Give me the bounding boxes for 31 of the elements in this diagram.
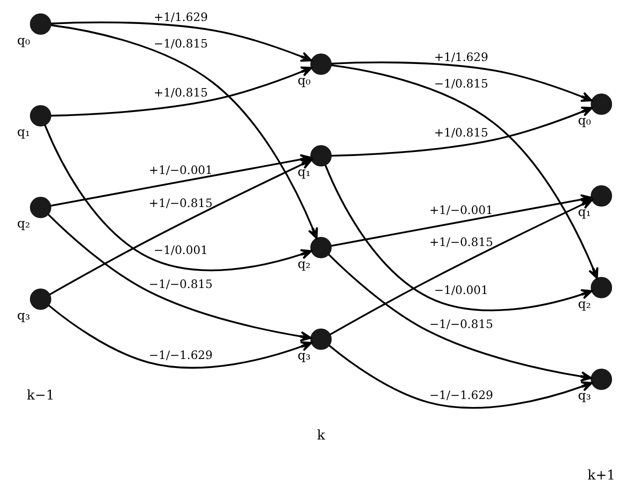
node-label: q₀ xyxy=(578,112,591,128)
node-label: q₃ xyxy=(17,307,30,322)
node-label: q₁ xyxy=(298,164,311,180)
node-label: q₃ xyxy=(298,347,311,362)
edge-label: −1/−0.815 xyxy=(148,276,213,291)
node-label: q₂ xyxy=(298,256,311,271)
edge-label: +1/1.629 xyxy=(154,10,208,24)
node-label: q₃ xyxy=(578,388,591,402)
edge-label: −1/−1.629 xyxy=(148,348,213,362)
edge-label: +1/1.629 xyxy=(434,50,488,64)
edge-label: +1/0.815 xyxy=(154,86,208,100)
edge-label: −1/0.001 xyxy=(434,283,488,298)
edge-label: +1/0.815 xyxy=(434,126,488,140)
label: k xyxy=(316,428,326,444)
edge-label: −1/0.001 xyxy=(154,243,208,258)
node-label: q₁ xyxy=(17,124,30,140)
edge-label: −1/−1.629 xyxy=(429,388,494,402)
node-label: q₂ xyxy=(17,216,30,231)
edge-label: +1/−0.001 xyxy=(148,163,213,178)
node-label: q₁ xyxy=(578,204,591,220)
node-label: q₂ xyxy=(578,296,591,311)
edge-label: +1/−0.815 xyxy=(148,196,213,210)
node-label: q₀ xyxy=(298,72,311,88)
edge-label: −1/0.815 xyxy=(154,36,208,51)
edge-label: −1/−0.815 xyxy=(429,317,494,332)
edge-label: +1/−0.815 xyxy=(429,235,494,250)
edge-label: −1/0.815 xyxy=(434,76,488,91)
node-label: q₀ xyxy=(17,32,30,48)
label: k+1 xyxy=(588,468,616,484)
edge-label: +1/−0.001 xyxy=(429,203,494,218)
label: k−1 xyxy=(26,388,54,404)
